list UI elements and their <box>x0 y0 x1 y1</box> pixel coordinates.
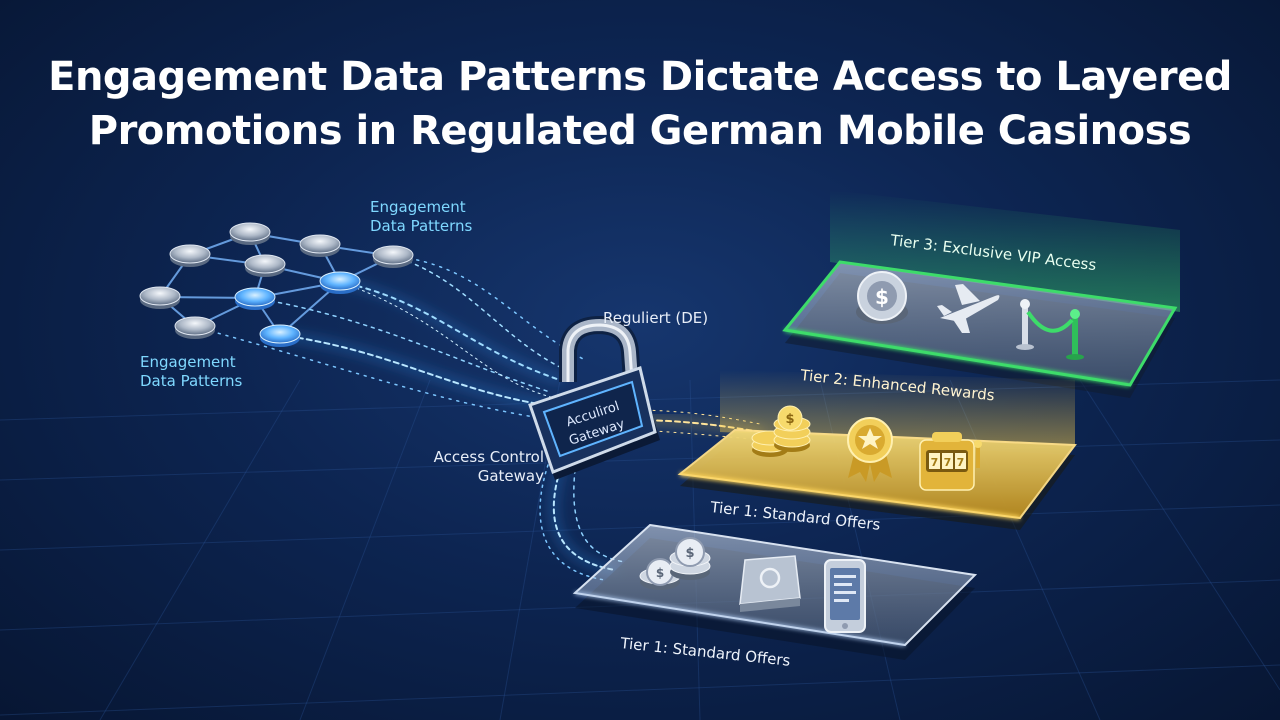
coin-stack-icon: $ <box>751 405 811 457</box>
svg-text:$: $ <box>656 566 664 580</box>
network-node <box>229 222 271 245</box>
network-label-top: Engagement Data Patterns <box>370 198 472 236</box>
svg-text:$: $ <box>785 412 794 427</box>
svg-text:$: $ <box>685 546 694 561</box>
chip-icon: $ <box>856 271 908 324</box>
network-label-bottom-line-1: Engagement <box>140 353 236 371</box>
network-node <box>244 254 286 277</box>
page-title: Engagement Data Patterns Dictate Access … <box>0 50 1280 158</box>
gateway-label-line-2: Gateway <box>477 467 544 485</box>
smartphone-icon <box>824 559 866 633</box>
network-label-bottom: Engagement Data Patterns <box>140 353 242 391</box>
network-label-top-line-1: Engagement <box>370 198 466 216</box>
tier2-platform: Tier 2: Enhanced Rewards $ <box>677 366 1077 530</box>
network-node <box>319 271 361 294</box>
gateway-label: Access Control Gateway <box>432 448 544 486</box>
award-badge-icon <box>847 417 893 482</box>
network-node <box>299 234 341 257</box>
tier3-platform: Tier 3: Exclusive VIP Access $ <box>782 190 1180 398</box>
tier1-platform: Tier 1: Standard Offers $ $ <box>572 498 978 670</box>
network-node <box>174 316 216 339</box>
network-node <box>169 244 211 267</box>
tier1-bottom-label: Tier 1: Standard Offers <box>619 634 792 670</box>
gateway-label-line-1: Access Control <box>433 448 544 466</box>
network-node <box>234 287 276 310</box>
regulated-label: Reguliert (DE) <box>603 309 709 327</box>
airplane-icon <box>937 284 1000 333</box>
network-label-top-line-2: Data Patterns <box>370 217 473 235</box>
slot-machine-icon: 7 7 7 <box>919 432 982 491</box>
chip-stack-icon: $ $ <box>639 537 711 590</box>
svg-text:7: 7 <box>931 456 939 469</box>
lock-gateway: Acculirol Gateway <box>528 315 660 480</box>
wallet-icon <box>739 555 801 612</box>
network-nodes <box>139 222 414 347</box>
network-label-bottom-line-2: Data Patterns <box>140 372 243 390</box>
title-line-2: Promotions in Regulated German Mobile Ca… <box>88 108 1192 154</box>
network-node <box>372 245 414 268</box>
velvet-rope-icon <box>1016 299 1084 360</box>
svg-text:7: 7 <box>944 456 952 469</box>
network-node <box>259 324 301 347</box>
network-node <box>139 286 181 309</box>
svg-text:7: 7 <box>957 456 965 469</box>
title-line-1: Engagement Data Patterns Dictate Access … <box>48 54 1232 100</box>
svg-text:$: $ <box>875 285 889 309</box>
